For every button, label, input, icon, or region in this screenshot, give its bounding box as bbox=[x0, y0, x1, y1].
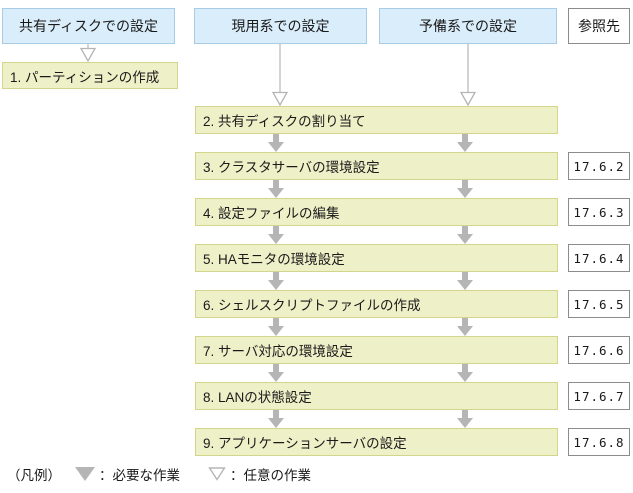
reference-box: 17.6.3 bbox=[568, 198, 630, 226]
required-arrow-icon bbox=[457, 226, 473, 244]
column-header-standby-system: 予備系での設定 bbox=[379, 8, 557, 44]
step-box-8: 8. LANの状態設定 bbox=[195, 382, 558, 410]
reference-box: 17.6.4 bbox=[568, 244, 630, 272]
optional-arrow-icon bbox=[459, 44, 477, 107]
required-arrow-icon bbox=[457, 134, 473, 152]
column-header-reference: 参照先 bbox=[568, 8, 630, 44]
required-arrow-icon bbox=[457, 318, 473, 336]
legend-optional-label: ：任意の作業 bbox=[230, 468, 311, 483]
legend-item-optional: ：任意の作業 bbox=[208, 464, 311, 484]
required-arrow-icon bbox=[268, 318, 284, 336]
optional-arrow-icon bbox=[208, 467, 226, 481]
required-arrow-icon bbox=[457, 180, 473, 198]
reference-box: 17.6.5 bbox=[568, 290, 630, 318]
column-header-active-system: 現用系での設定 bbox=[194, 8, 367, 44]
required-arrow-icon bbox=[457, 364, 473, 382]
reference-box: 17.6.8 bbox=[568, 428, 630, 456]
step-box-4: 4. 設定ファイルの編集 bbox=[195, 198, 558, 226]
required-arrow-icon bbox=[268, 226, 284, 244]
step-box-6: 6. シェルスクリプトファイルの作成 bbox=[195, 290, 558, 318]
step-box-3: 3. クラスタサーバの環境設定 bbox=[195, 152, 558, 180]
column-header-shared-disk: 共有ディスクでの設定 bbox=[2, 8, 175, 44]
optional-arrow-icon bbox=[271, 44, 289, 107]
step-box-2: 2. 共有ディスクの割り当て bbox=[195, 106, 558, 134]
required-arrow-icon bbox=[75, 467, 95, 481]
required-arrow-icon bbox=[268, 272, 284, 290]
reference-box: 17.6.6 bbox=[568, 336, 630, 364]
required-arrow-icon bbox=[457, 272, 473, 290]
required-arrow-icon bbox=[268, 410, 284, 428]
optional-arrow-icon bbox=[79, 44, 97, 63]
required-arrow-icon bbox=[268, 180, 284, 198]
legend-title: （凡例） bbox=[7, 468, 61, 483]
legend: （凡例） ：必要な作業 ：任意の作業 bbox=[7, 464, 311, 484]
reference-box: 17.6.7 bbox=[568, 382, 630, 410]
required-arrow-icon bbox=[268, 364, 284, 382]
required-arrow-icon bbox=[457, 410, 473, 428]
reference-box: 17.6.2 bbox=[568, 152, 630, 180]
step-box-9: 9. アプリケーションサーバの設定 bbox=[195, 428, 558, 456]
legend-required-label: ：必要な作業 bbox=[99, 468, 180, 483]
step-box-5: 5. HAモニタの環境設定 bbox=[195, 244, 558, 272]
step-box-7: 7. サーバ対応の環境設定 bbox=[195, 336, 558, 364]
step-box-1: 1. パーティションの作成 bbox=[2, 62, 178, 89]
required-arrow-icon bbox=[268, 134, 284, 152]
legend-item-required: ：必要な作業 bbox=[75, 464, 180, 484]
